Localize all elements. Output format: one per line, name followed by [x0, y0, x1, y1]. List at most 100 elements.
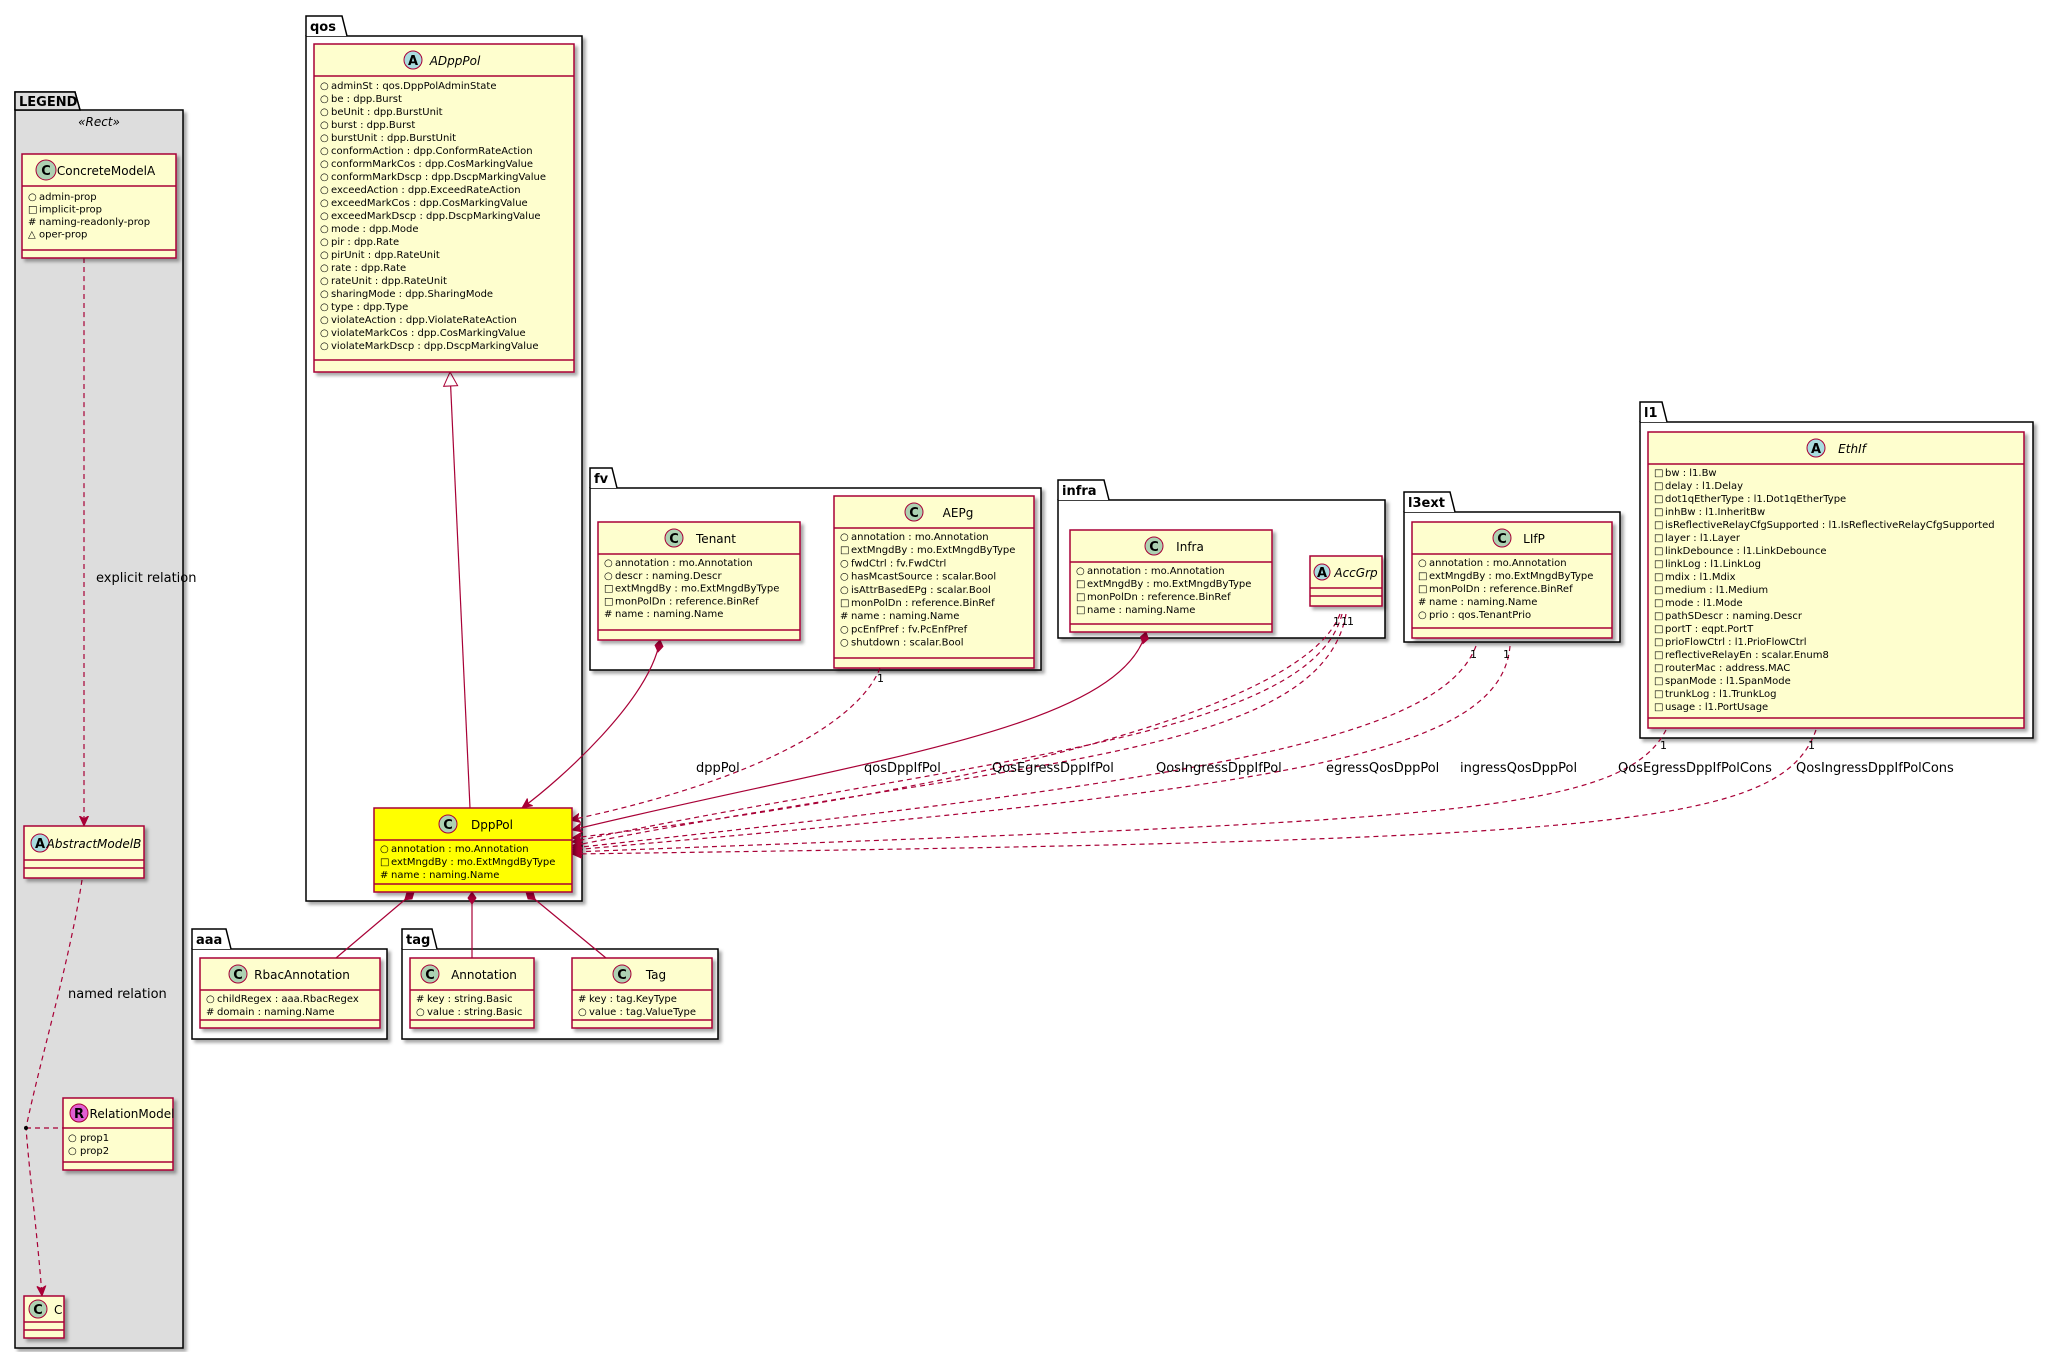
visibility-icon: ○	[320, 133, 329, 144]
mult-accgrp-1: 1	[1333, 615, 1340, 628]
abstract-a-icon	[403, 50, 423, 70]
class-name: DppPol	[471, 818, 513, 832]
class-attr: name : naming.Name	[391, 870, 499, 881]
package-label-qos: qos	[310, 20, 336, 35]
class-attr: monPolDn : reference.BinRef	[1429, 584, 1573, 595]
visibility-icon: □	[1654, 702, 1663, 713]
class-attr: conformMarkCos : dpp.CosMarkingValue	[331, 159, 533, 170]
mult-ethif-2: 1	[1808, 739, 1815, 752]
class-attr: routerMac : address.MAC	[1665, 663, 1790, 674]
class-attr: domain : naming.Name	[217, 1007, 335, 1018]
class-c-icon	[228, 964, 248, 984]
package-label-l3ext: l3ext	[1408, 496, 1445, 511]
class-abstract-model-b[interactable]: A AbstractModelB	[23, 825, 145, 879]
visibility-icon: #	[1418, 597, 1426, 608]
visibility-icon: ○	[320, 224, 329, 235]
class-attr: extMngdBy : mo.ExtMngdByType	[391, 857, 555, 868]
class-attr: extMngdBy : mo.ExtMngdByType	[1087, 579, 1251, 590]
svg-text:C: C	[443, 818, 453, 833]
visibility-icon: ○	[604, 558, 613, 569]
class-annotation[interactable]: C Annotation #key : string.Basic○value :…	[409, 957, 535, 1029]
class-attr: value : tag.ValueType	[589, 1007, 696, 1018]
class-attr: pathSDescr : naming.Descr	[1665, 611, 1803, 622]
svg-text:C: C	[33, 1303, 43, 1318]
class-relation-model[interactable]: R RelationModel ○ prop1 ○ prop2	[62, 1097, 174, 1171]
abstract-a-icon	[1806, 438, 1826, 458]
visibility-icon: ○	[320, 172, 329, 183]
class-attr: delay : l1.Delay	[1665, 481, 1743, 492]
svg-text:C: C	[669, 532, 679, 547]
class-accgrp[interactable]: A AccGrp	[1309, 555, 1383, 607]
edge-QosEgressDppIfPolCons	[572, 729, 1667, 852]
package-label-infra: infra	[1062, 484, 1097, 499]
visibility-icon: ○	[320, 185, 329, 196]
class-aepg[interactable]: C AEPg ○annotation : mo.Annotation□extMn…	[833, 495, 1035, 669]
visibility-icon: □	[1654, 533, 1663, 544]
visibility-icon: ○	[840, 558, 849, 569]
visibility-icon: □	[840, 545, 849, 556]
visibility-icon: ○	[380, 844, 389, 855]
visibility-icon: ○	[320, 328, 329, 339]
class-attr: pcEnfPref : fv.PcEnfPref	[851, 624, 968, 635]
class-attr: annotation : mo.Annotation	[851, 532, 989, 543]
class-c-icon	[420, 964, 440, 984]
class-attr: name : naming.Name	[1087, 605, 1195, 616]
visibility-icon: #	[206, 1007, 214, 1018]
svg-text:A: A	[1317, 566, 1327, 581]
mult-accgrp-3: 1	[1347, 615, 1354, 628]
class-attr: violateAction : dpp.ViolateRateAction	[331, 315, 517, 326]
class-c[interactable]: C C	[23, 1295, 65, 1339]
class-rbac-annotation[interactable]: C RbacAnnotation ○childRegex : aaa.RbacR…	[199, 957, 381, 1029]
class-attr: prop2	[80, 1146, 109, 1157]
edge-dppPol	[570, 667, 881, 820]
visibility-icon: □	[1654, 637, 1663, 648]
class-attr: linkDebounce : l1.LinkDebounce	[1665, 546, 1827, 557]
visibility-icon: ○	[320, 315, 329, 326]
class-c-icon	[35, 159, 57, 181]
visibility-icon: ○	[320, 107, 329, 118]
package-label-l1: l1	[1644, 406, 1658, 421]
visibility-icon: ○	[1076, 566, 1085, 577]
class-tenant[interactable]: C Tenant ○annotation : mo.Annotation○des…	[597, 521, 801, 641]
visibility-icon: ○	[320, 263, 329, 274]
class-attr: rate : dpp.Rate	[331, 263, 406, 274]
class-attr: extMngdBy : mo.ExtMngdByType	[1429, 571, 1593, 582]
class-dpppol[interactable]: C DppPol ○annotation : mo.Annotation□ext…	[373, 807, 573, 893]
package-label-tag: tag	[406, 933, 430, 948]
class-tag[interactable]: C Tag #key : tag.KeyType○value : tag.Val…	[571, 957, 713, 1029]
class-lifp[interactable]: C LIfP ○annotation : mo.Annotation□extMn…	[1411, 521, 1613, 639]
package-label-aaa: aaa	[196, 933, 222, 948]
class-attr: admin-prop	[39, 192, 97, 203]
class-attrs: ○admin-prop□implicit-prop#naming-readonl…	[28, 192, 150, 241]
class-attrs: ○annotation : mo.Annotation□extMngdBy : …	[840, 532, 1015, 649]
visibility-icon: ○	[206, 994, 215, 1005]
class-attrs: #key : string.Basic○value : string.Basic	[416, 994, 522, 1018]
package-label-legend: LEGEND	[19, 95, 78, 110]
class-c-icon	[904, 502, 924, 522]
label-ingressQosDppPol: ingressQosDppPol	[1460, 761, 1577, 776]
class-attr: beUnit : dpp.BurstUnit	[331, 107, 443, 118]
class-infra[interactable]: C Infra ○annotation : mo.Annotation□extM…	[1069, 529, 1273, 633]
class-name: AccGrp	[1333, 566, 1378, 580]
svg-text:C: C	[1497, 532, 1507, 547]
edge-inheritance	[450, 372, 471, 809]
edge-infra-dpppol	[572, 632, 1146, 830]
svg-text:○: ○	[68, 1133, 77, 1144]
class-ethif[interactable]: A EthIf □bw : l1.Bw□delay : l1.Delay□dot…	[1647, 431, 2025, 729]
class-attr: exceedMarkCos : dpp.CosMarkingValue	[331, 198, 528, 209]
visibility-icon: □	[1654, 650, 1663, 661]
class-attr: mode : dpp.Mode	[331, 224, 419, 235]
class-attr: pirUnit : dpp.RateUnit	[331, 250, 440, 261]
class-concrete-model-a[interactable]: C ConcreteModelA ○admin-prop□implicit-pr…	[21, 153, 177, 259]
class-attr: type : dpp.Type	[331, 302, 408, 313]
visibility-icon: ○	[320, 94, 329, 105]
visibility-icon: ○	[578, 1007, 587, 1018]
svg-text:○: ○	[68, 1146, 77, 1157]
class-attr: annotation : mo.Annotation	[1087, 566, 1225, 577]
class-adppol[interactable]: A ADppPol ○adminSt : qos.DppPolAdminStat…	[313, 43, 575, 373]
class-attr: layer : l1.Layer	[1665, 533, 1741, 544]
visibility-icon: ○	[840, 624, 849, 635]
class-c-icon	[664, 528, 684, 548]
svg-text:C: C	[1149, 540, 1159, 555]
class-attr: mdix : l1.Mdix	[1665, 572, 1736, 583]
